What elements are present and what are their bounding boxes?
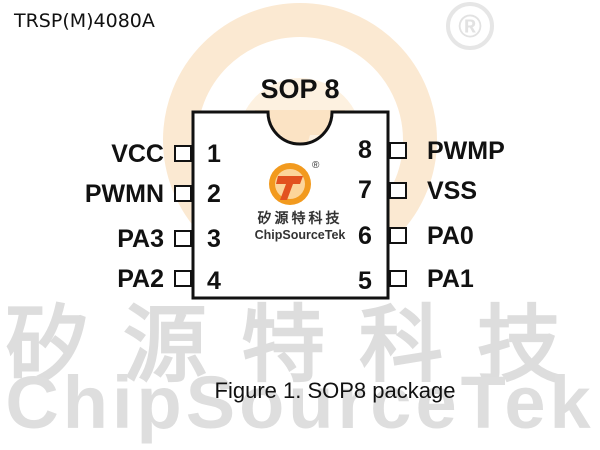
pin-1-number: 1 — [207, 140, 221, 168]
logo-chinese-name: 矽源特科技 — [257, 211, 343, 227]
pin-5-lead — [389, 270, 407, 287]
pin-2-name: PWMN — [84, 180, 164, 208]
pin-6-name: PA0 — [427, 222, 474, 250]
pin-6-lead — [389, 227, 407, 244]
watermark-chinese: 矽源特科技 — [4, 295, 595, 394]
pin-4-name: PA2 — [117, 265, 164, 293]
pin-8-lead — [389, 142, 407, 159]
chip-body — [191, 110, 390, 300]
pin-8-number: 8 — [358, 136, 372, 164]
pin-5-number: 5 — [358, 267, 372, 295]
pin-3-name: PA3 — [117, 225, 164, 253]
pin-7-lead — [389, 182, 407, 199]
pin-1-lead — [174, 145, 192, 162]
pin-3-number: 3 — [207, 225, 221, 253]
pin-4-lead — [174, 270, 192, 287]
part-number: TRSP(M)4080A — [14, 10, 155, 32]
pin-4-number: 4 — [207, 267, 221, 295]
chipsourcetek-logo-icon — [269, 163, 311, 205]
pin-1-name: VCC — [111, 140, 164, 168]
pin-6-number: 6 — [358, 222, 372, 250]
logo-english-name: ChipSourceTek — [254, 228, 346, 242]
pin-7-number: 7 — [358, 176, 372, 204]
logo-registered-mark: ® — [312, 160, 320, 171]
figure-caption: Figure 1. SOP8 package — [214, 378, 456, 403]
pin-3-lead — [174, 230, 192, 247]
package-title: SOP 8 — [260, 74, 340, 104]
watermark-english: ChipSourceTek — [5, 361, 595, 444]
pin-2-lead — [174, 185, 192, 202]
pin-7-name: VSS — [427, 177, 478, 205]
pin-5-name: PA1 — [427, 265, 474, 293]
pin-8-name: PWMP — [427, 137, 505, 165]
registered-mark-watermark: ® — [446, 2, 494, 50]
pin-2-number: 2 — [207, 180, 221, 208]
